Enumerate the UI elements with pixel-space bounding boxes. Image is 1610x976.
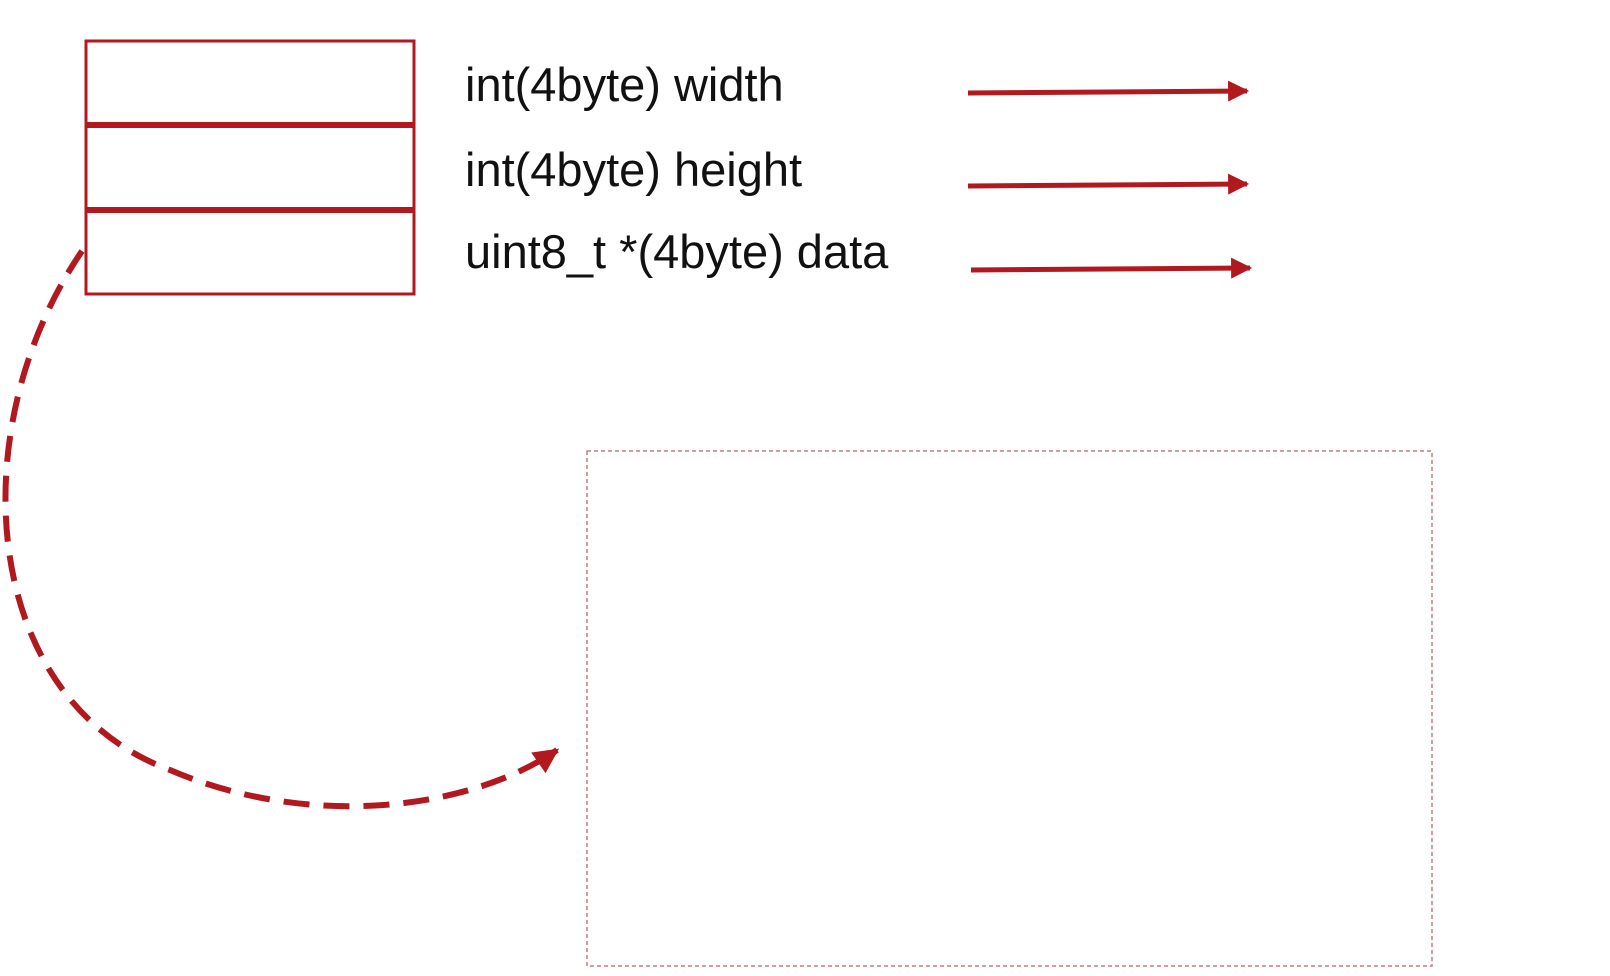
field-label-width: int(4byte) width — [465, 58, 784, 111]
data-pointer-arrow — [2, 249, 560, 810]
struct-cell-data — [84, 208, 416, 296]
field-arrow-width — [967, 80, 1250, 102]
struct-cell-width — [84, 39, 416, 127]
field-label-height: int(4byte) height — [465, 143, 802, 196]
data-buffer — [586, 450, 1433, 967]
field-arrow-data — [970, 257, 1253, 279]
field-label-data: uint8_t *(4byte) data — [465, 225, 889, 278]
struct-cells — [84, 39, 416, 296]
struct-cell-height — [84, 123, 416, 212]
field-arrow-height — [967, 173, 1250, 195]
